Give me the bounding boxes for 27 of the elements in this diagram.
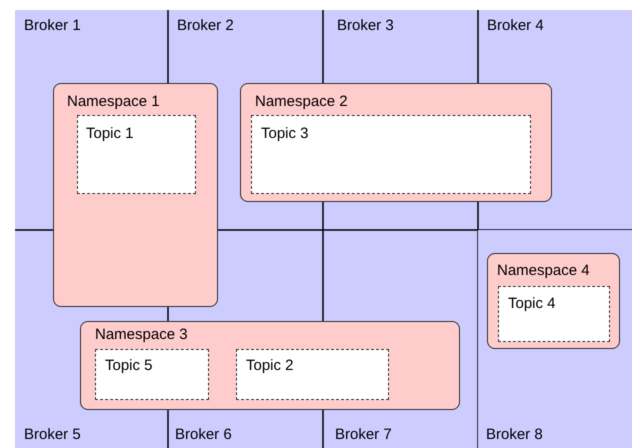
topic-box — [77, 115, 196, 194]
namespace-label: Namespace 3 — [95, 326, 188, 344]
broker-label: Broker 7 — [335, 426, 392, 444]
namespace-box — [80, 321, 460, 410]
namespace-box — [240, 83, 552, 202]
topic-label: Topic 1 — [86, 125, 134, 143]
topic-box — [236, 349, 389, 400]
namespace-box — [487, 253, 620, 349]
topic-label: Topic 5 — [105, 357, 153, 375]
topic-label: Topic 2 — [246, 357, 294, 375]
namespace-box — [53, 83, 218, 307]
topic-box — [498, 286, 610, 342]
topic-box — [95, 349, 209, 400]
namespace-label: Namespace 1 — [67, 93, 160, 111]
broker-label: Broker 8 — [486, 426, 543, 444]
namespace-label: Namespace 4 — [497, 262, 590, 280]
broker-label: Broker 6 — [175, 426, 232, 444]
namespace-label: Namespace 2 — [255, 93, 348, 111]
topic-label: Topic 3 — [261, 125, 309, 143]
broker-label: Broker 4 — [487, 17, 544, 35]
broker-label: Broker 3 — [337, 17, 394, 35]
broker-region — [478, 230, 632, 448]
broker-label: Broker 5 — [24, 426, 81, 444]
broker-label: Broker 2 — [177, 17, 234, 35]
topic-box — [251, 115, 531, 194]
topic-label: Topic 4 — [508, 295, 556, 313]
broker-label: Broker 1 — [24, 17, 81, 35]
